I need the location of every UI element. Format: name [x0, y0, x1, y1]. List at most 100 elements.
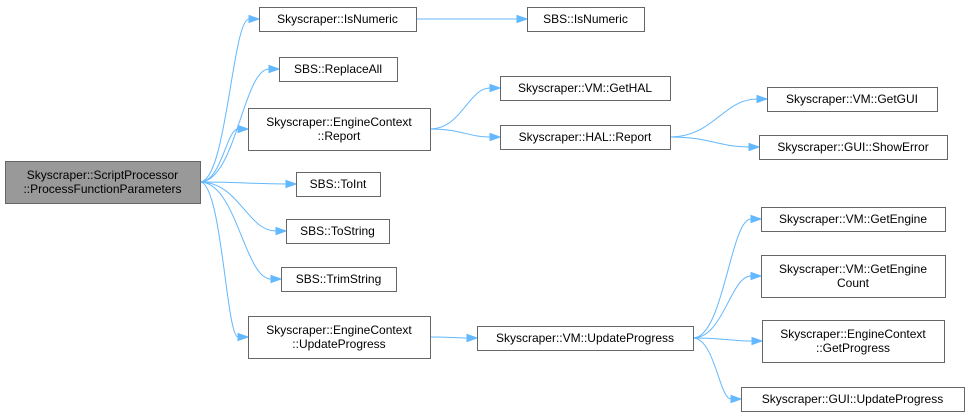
node-label: Skyscraper::EngineContext	[266, 323, 412, 337]
call-edge-root-to-sky_isnumeric	[199, 14, 261, 183]
call-edge-vm_updateprogress-to-gui_updateprogress	[692, 337, 743, 404]
call-edge-line	[669, 98, 758, 138]
node-label: SBS::IsNumeric	[543, 12, 628, 26]
node-box	[5, 161, 201, 204]
call-edge-ec_report-to-hal_report	[429, 128, 502, 142]
call-graph-edges	[199, 14, 769, 404]
call-edge-line	[199, 181, 272, 280]
call-edge-arrowhead	[516, 14, 529, 24]
call-edge-vm_updateprogress-to-vm_getengine	[692, 214, 763, 339]
call-edge-arrowhead	[466, 333, 479, 343]
node-ec-updateprogress[interactable]: Skyscraper::EngineContext::UpdateProgres…	[248, 316, 431, 359]
call-edge-arrowhead	[268, 64, 281, 74]
node-sbs-tostring[interactable]: SBS::ToString	[286, 219, 390, 244]
call-edge-line	[692, 275, 752, 339]
call-edge-arrowhead	[248, 14, 261, 24]
call-edge-root-to-sbs_trimstring	[199, 181, 283, 284]
node-box	[500, 125, 671, 150]
node-label: SBS::ReplaceAll	[294, 62, 382, 76]
call-edge-arrowhead	[489, 83, 502, 93]
call-edge-arrowhead	[275, 226, 288, 236]
node-box	[286, 219, 390, 244]
call-edge-sky_isnumeric-to-sbs_isnumeric	[416, 14, 529, 24]
node-box	[767, 87, 938, 112]
node-label: SBS::ToInt	[310, 177, 367, 191]
node-box	[761, 255, 946, 298]
node-sbs-toint[interactable]: SBS::ToInt	[296, 172, 381, 197]
call-edge-root-to-sbs_tostring	[199, 181, 288, 236]
call-edge-line	[429, 336, 468, 339]
call-edge-arrowhead	[730, 394, 743, 404]
node-vm-getgui[interactable]: Skyscraper::VM::GetGUI	[767, 87, 938, 112]
node-sbs-replaceall[interactable]: SBS::ReplaceAll	[279, 57, 398, 82]
node-vm-gethal[interactable]: Skyscraper::VM::GetHAL	[500, 76, 671, 101]
call-edge-arrowhead	[748, 142, 761, 152]
node-label: Skyscraper::IsNumeric	[277, 12, 398, 26]
node-box	[248, 108, 431, 151]
node-sky-isnumeric[interactable]: Skyscraper::IsNumeric	[259, 7, 417, 32]
call-edge-vm_updateprogress-to-vm_getenginecount	[692, 271, 763, 339]
node-label: SBS::ToString	[300, 224, 375, 238]
node-hal-report[interactable]: Skyscraper::HAL::Report	[500, 125, 671, 150]
node-label: Skyscraper::EngineContext	[266, 115, 412, 129]
call-edge-line	[429, 87, 491, 130]
node-ec-getprogress[interactable]: Skyscraper::EngineContext::GetProgress	[762, 320, 945, 363]
node-box	[281, 267, 397, 292]
call-edge-line	[692, 337, 732, 400]
call-edge-root-to-ec_updateprogress	[199, 181, 250, 342]
node-ec-report[interactable]: Skyscraper::EngineContext::Report	[248, 108, 431, 151]
call-edge-arrowhead	[751, 336, 764, 346]
node-gui-updateprogress[interactable]: Skyscraper::GUI::UpdateProgress	[741, 387, 965, 412]
call-edge-arrowhead	[237, 332, 250, 342]
call-edge-arrowhead	[750, 214, 763, 224]
node-box	[296, 172, 381, 197]
node-box	[500, 76, 671, 101]
node-vm-getengine[interactable]: Skyscraper::VM::GetEngine	[761, 207, 946, 232]
call-edge-line	[199, 181, 239, 338]
call-edge-line	[692, 337, 753, 342]
call-edge-hal_report-to-gui_showerror	[669, 136, 761, 152]
call-edge-line	[692, 218, 752, 339]
node-label: Skyscraper::VM::UpdateProgress	[496, 331, 674, 345]
call-edge-ec_updateprogress-to-vm_updateprogress	[429, 333, 479, 343]
node-box	[248, 316, 431, 359]
call-graph-nodes: Skyscraper::ScriptProcessor::ProcessFunc…	[5, 7, 965, 412]
node-sbs-trimstring[interactable]: SBS::TrimString	[281, 267, 397, 292]
call-edge-arrowhead	[237, 124, 250, 134]
call-edge-arrowhead	[750, 271, 763, 281]
node-label: Skyscraper::VM::GetEngine	[779, 262, 927, 276]
call-edge-arrowhead	[489, 132, 502, 142]
node-vm-updateprogress[interactable]: Skyscraper::VM::UpdateProgress	[477, 326, 694, 351]
node-box	[279, 57, 398, 82]
node-sbs-isnumeric[interactable]: SBS::IsNumeric	[527, 7, 645, 32]
call-edge-arrowhead	[756, 94, 769, 104]
node-label: Skyscraper::ScriptProcessor	[27, 168, 178, 182]
node-root[interactable]: Skyscraper::ScriptProcessor::ProcessFunc…	[5, 161, 201, 204]
node-box	[259, 7, 417, 32]
node-label: ::UpdateProgress	[292, 337, 385, 351]
node-label: Skyscraper::VM::GetHAL	[518, 81, 652, 95]
node-gui-showerror[interactable]: Skyscraper::GUI::ShowError	[759, 135, 948, 160]
node-label: ::GetProgress	[816, 341, 890, 355]
node-label: Skyscraper::GUI::UpdateProgress	[762, 392, 943, 406]
node-box	[761, 207, 946, 232]
call-edge-line	[669, 136, 750, 148]
node-box	[477, 326, 694, 351]
call-edge-root-to-ec_report	[199, 124, 250, 183]
call-edge-arrowhead	[285, 179, 298, 189]
node-label: Skyscraper::VM::GetEngine	[779, 212, 927, 226]
node-label: Skyscraper::VM::GetGUI	[786, 92, 918, 106]
node-label: ::ProcessFunctionParameters	[23, 182, 181, 196]
node-label: ::Report	[318, 129, 361, 143]
call-edge-ec_report-to-vm_gethal	[429, 83, 502, 130]
node-box	[762, 320, 945, 363]
call-edge-root-to-sbs_toint	[199, 179, 298, 189]
node-box	[759, 135, 948, 160]
call-edge-line	[199, 128, 239, 183]
call-edge-line	[199, 18, 250, 183]
call-edge-arrowhead	[270, 274, 283, 284]
call-edge-line	[429, 128, 491, 138]
node-label: Skyscraper::GUI::ShowError	[777, 140, 928, 154]
